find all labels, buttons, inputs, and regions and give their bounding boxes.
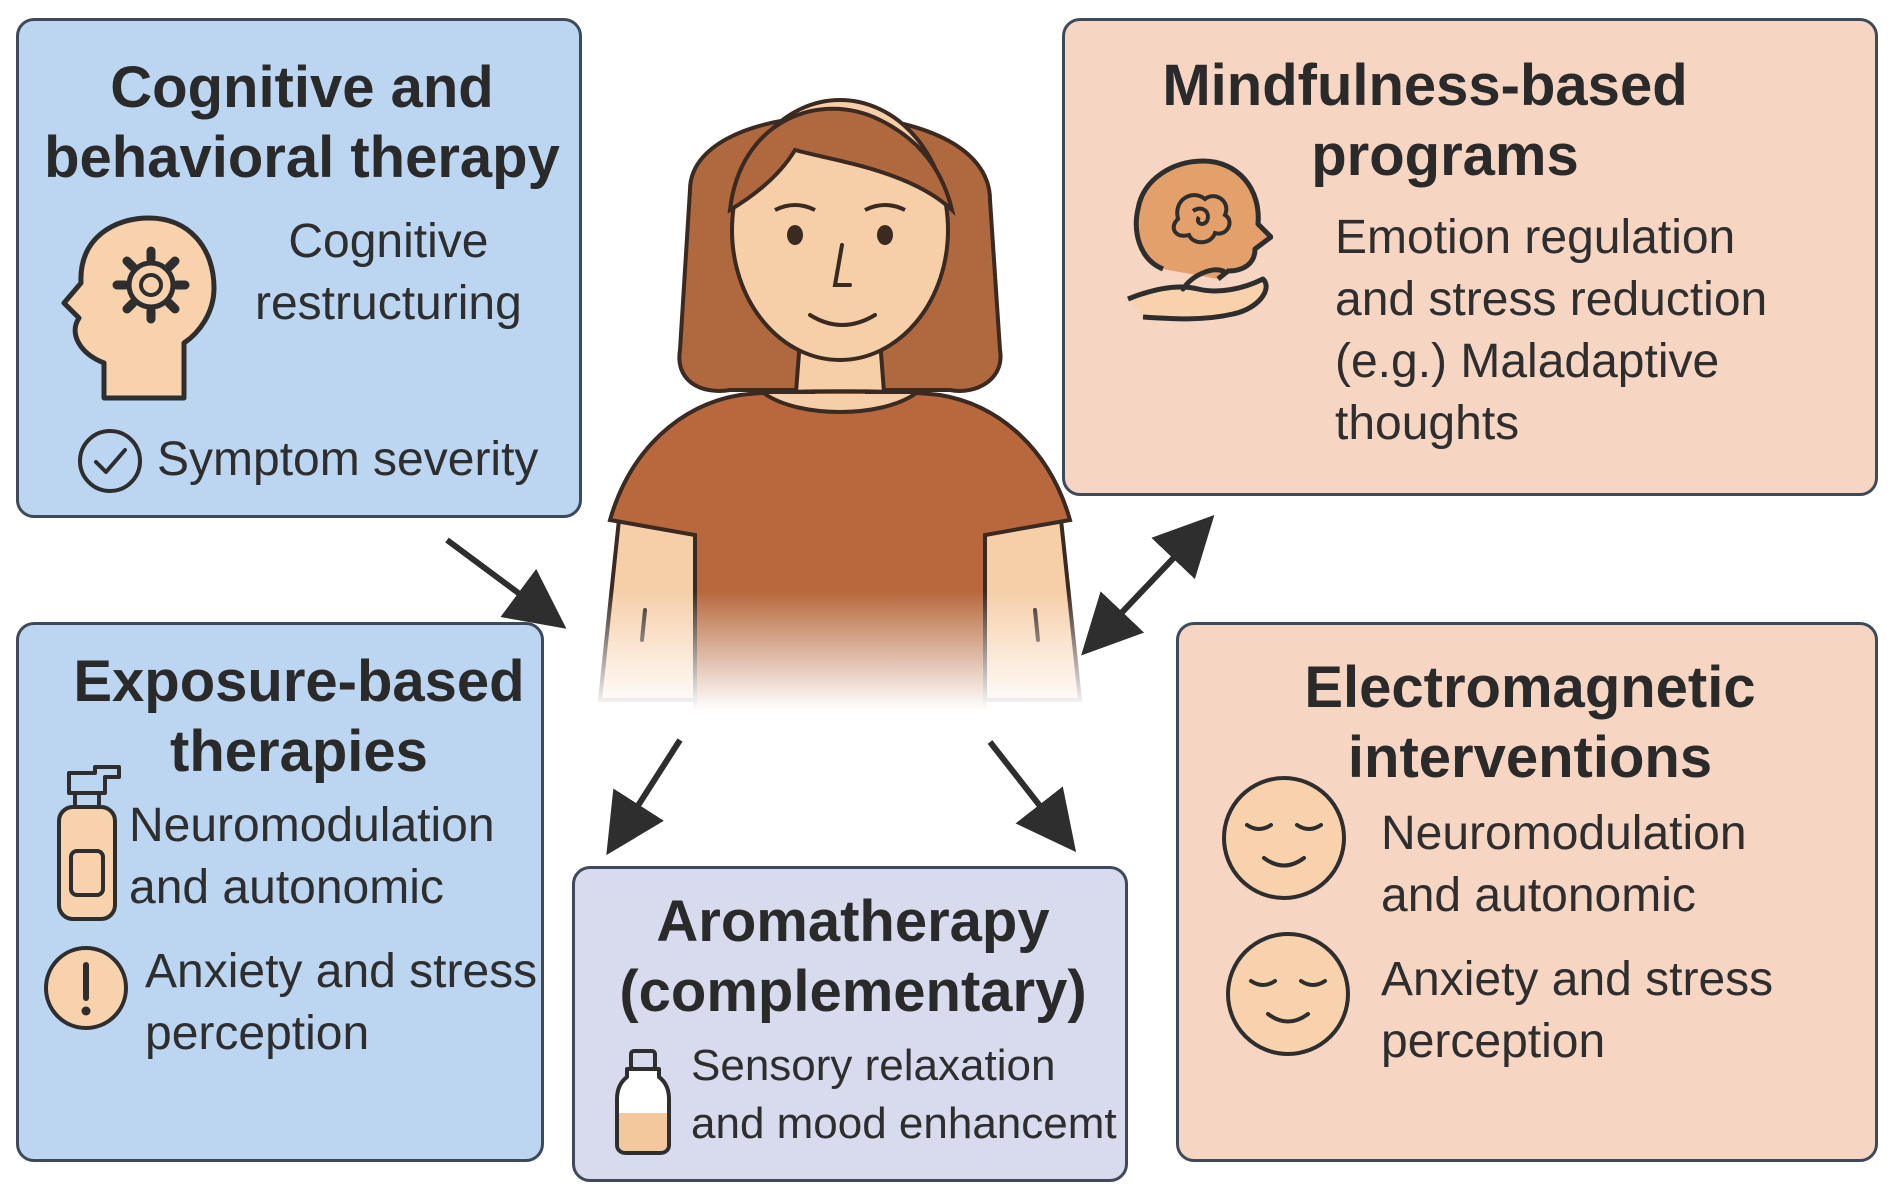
exposure-text-anxiety: Anxiety and stress perception — [145, 945, 538, 1060]
exposure-text-neuromodulation: Neuromodulation and autonomic — [129, 799, 495, 914]
exclamation-circle-icon — [41, 943, 131, 1033]
bottle-icon — [613, 1047, 673, 1157]
mindfulness-title: Mindfulness-based programs — [1162, 53, 1688, 188]
arrow-person-to-exposure — [606, 738, 683, 856]
arrow-person-to-aromatherapy — [987, 740, 1077, 853]
cbt-text-restructuring: Cognitive restructuring — [255, 215, 522, 330]
electromagnetic-text-neuromodulation: Neuromodulation and autonomic — [1381, 807, 1747, 922]
electromagnetic-text-anxiety: Anxiety and stress perception — [1381, 953, 1774, 1068]
aromatherapy-box: Aromatherapy (complementary) Sensory rel… — [572, 866, 1128, 1182]
cbt-title: Cognitive and behavioral therapy — [44, 55, 560, 190]
woman-figure — [580, 50, 1100, 710]
exposure-box: Exposure-based therapies Neuromodulation… — [16, 622, 544, 1162]
cbt-text-symptom: Symptom severity — [157, 433, 539, 486]
pump-bottle-icon — [47, 763, 127, 923]
aromatherapy-text: Sensory relaxation and mood enhancemt — [691, 1041, 1117, 1148]
electromagnetic-title: Electromagnetic interventions — [1304, 655, 1756, 790]
arrow-cbt-to-person — [445, 537, 567, 629]
aromatherapy-title: Aromatherapy (complementary) — [619, 889, 1087, 1024]
head-gear-icon — [59, 213, 219, 403]
cbt-box: Cognitive and behavioral therapy Cogniti… — [16, 18, 582, 518]
mindfulness-text: Emotion regulation and stress reduction … — [1335, 211, 1768, 450]
mindfulness-box: Mindfulness-based programs Emotion regul… — [1062, 18, 1878, 496]
arrow-mindfulness-person — [1081, 514, 1215, 656]
check-circle-icon — [75, 426, 145, 496]
calm-face-icon — [1223, 929, 1353, 1059]
exposure-title: Exposure-based therapies — [73, 649, 525, 784]
brain-hand-icon — [1123, 149, 1273, 339]
electromagnetic-box: Electromagnetic interventions Neuromodul… — [1176, 622, 1878, 1162]
calm-face-icon — [1219, 773, 1349, 903]
